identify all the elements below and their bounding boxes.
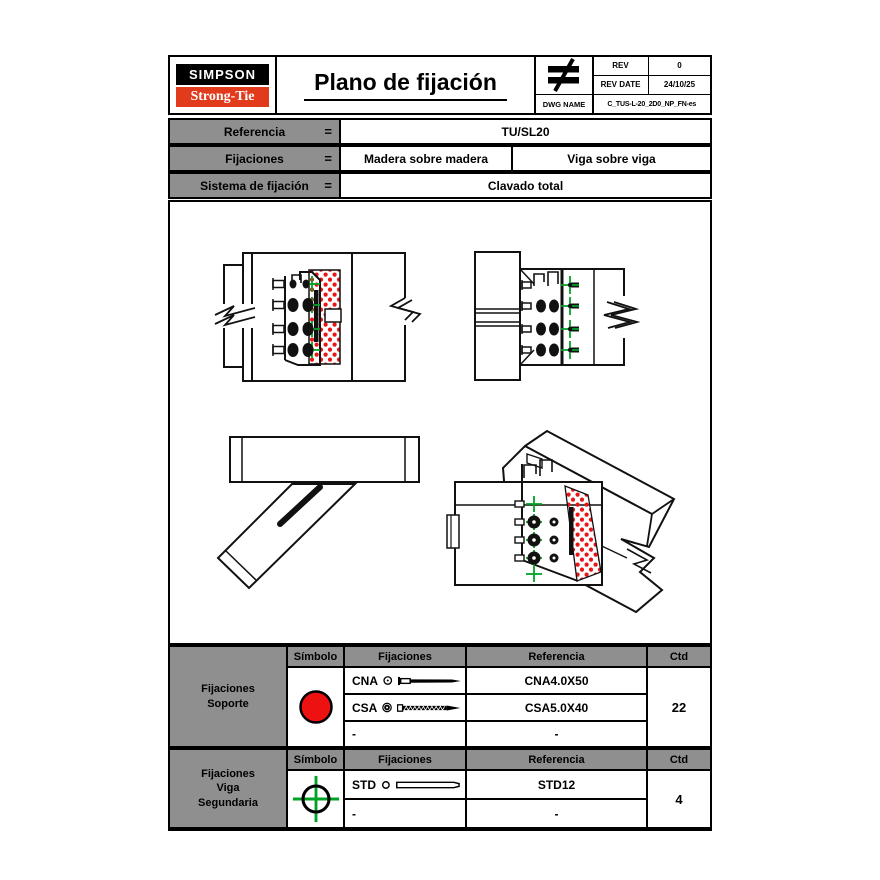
support-group-label: Fijaciones Soporte [170, 647, 286, 746]
col-header-referencia: Referencia [467, 750, 646, 769]
fijaciones-value-2: Viga sobre viga [567, 151, 656, 166]
fastener-reference: CSA5.0X40 [467, 695, 646, 720]
screw-icon [397, 703, 461, 712]
equals-sign: = [324, 151, 332, 166]
col-header-referencia: Referencia [467, 647, 646, 666]
nail-icon [397, 676, 461, 685]
fastener-code: - [345, 800, 465, 827]
fastener-reference: - [467, 800, 646, 827]
secondary-count: 4 [648, 771, 710, 827]
fastener-reference: - [467, 722, 646, 746]
referencia-value: TU/SL20 [501, 124, 550, 139]
equals-sign: = [324, 178, 332, 193]
fastener-code: CSA [352, 700, 378, 715]
sheet-title: Plano de fijación [277, 57, 534, 113]
col-header-fijaciones: Fijaciones [345, 647, 465, 666]
green-crosshair-symbol [288, 771, 343, 827]
col-header-ctd: Ctd [648, 647, 710, 666]
col-header-simbolo: Símbolo [288, 647, 343, 666]
fijaciones-row: Fijaciones = Madera sobre madera Viga so… [168, 145, 712, 172]
reference-row: Referencia = TU/SL20 [168, 118, 712, 145]
support-fasteners-table: Fijaciones Soporte Símbolo Fijaciones Re… [168, 645, 712, 748]
sistema-label: Sistema de fijación [200, 178, 309, 193]
dwgname-value: C_TUS-L-20_2D0_NP_FN-es [593, 95, 710, 113]
col-header-simbolo: Símbolo [288, 750, 343, 769]
revdate-label: REV DATE [593, 76, 648, 94]
fastener-code: STD [352, 777, 376, 792]
support-count: 22 [648, 668, 710, 746]
page-title: Plano de fijación [304, 69, 507, 101]
revision-block: REV 0 REV DATE 24/10/25 DWG NAME C_TUS-L… [534, 57, 710, 113]
rev-label: REV [593, 57, 648, 75]
sistema-row: Sistema de fijación = Clavado total [168, 172, 712, 199]
red-circle-symbol [288, 668, 343, 746]
fijaciones-value-1: Madera sobre madera [341, 147, 513, 170]
referencia-label: Referencia [223, 124, 286, 139]
circle-small-icon [381, 780, 390, 789]
cad-views [214, 251, 676, 614]
col-header-ctd: Ctd [648, 750, 710, 769]
drawing-area [168, 200, 712, 645]
document: SIMPSON Strong-Tie Plano de fijación REV… [168, 55, 712, 831]
view-top-plan [474, 251, 641, 381]
fastener-reference: CNA4.0X50 [467, 668, 646, 693]
revdate-value: 24/10/25 [649, 76, 710, 94]
view-isometric [446, 429, 676, 614]
col-header-fijaciones: Fijaciones [345, 750, 465, 769]
not-equal-icon [536, 57, 592, 94]
equals-sign: = [324, 124, 332, 139]
dwgname-label: DWG NAME [536, 95, 592, 113]
fastener-reference: STD12 [467, 771, 646, 798]
dowel-icon [395, 781, 460, 788]
rev-value: 0 [649, 57, 710, 75]
view-side-slope [216, 436, 420, 590]
secondary-group-label: Fijaciones Viga Segundaria [170, 750, 286, 827]
logo-simpson: SIMPSON [176, 63, 269, 85]
circle-ring-icon [382, 702, 393, 713]
fastener-code: - [345, 722, 465, 746]
sistema-value: Clavado total [487, 178, 564, 193]
circle-dot-icon [383, 676, 393, 685]
title-block: SIMPSON Strong-Tie Plano de fijación REV… [168, 55, 712, 115]
secondary-fasteners-table: Fijaciones Viga Segundaria Símbolo Fijac… [168, 748, 712, 831]
fastener-code: CNA [352, 673, 378, 688]
logo-strongtie: Strong-Tie [176, 86, 269, 107]
fijaciones-label: Fijaciones [225, 151, 284, 166]
simpson-strongtie-logo: SIMPSON Strong-Tie [170, 57, 277, 113]
view-front-elevation [214, 252, 422, 382]
